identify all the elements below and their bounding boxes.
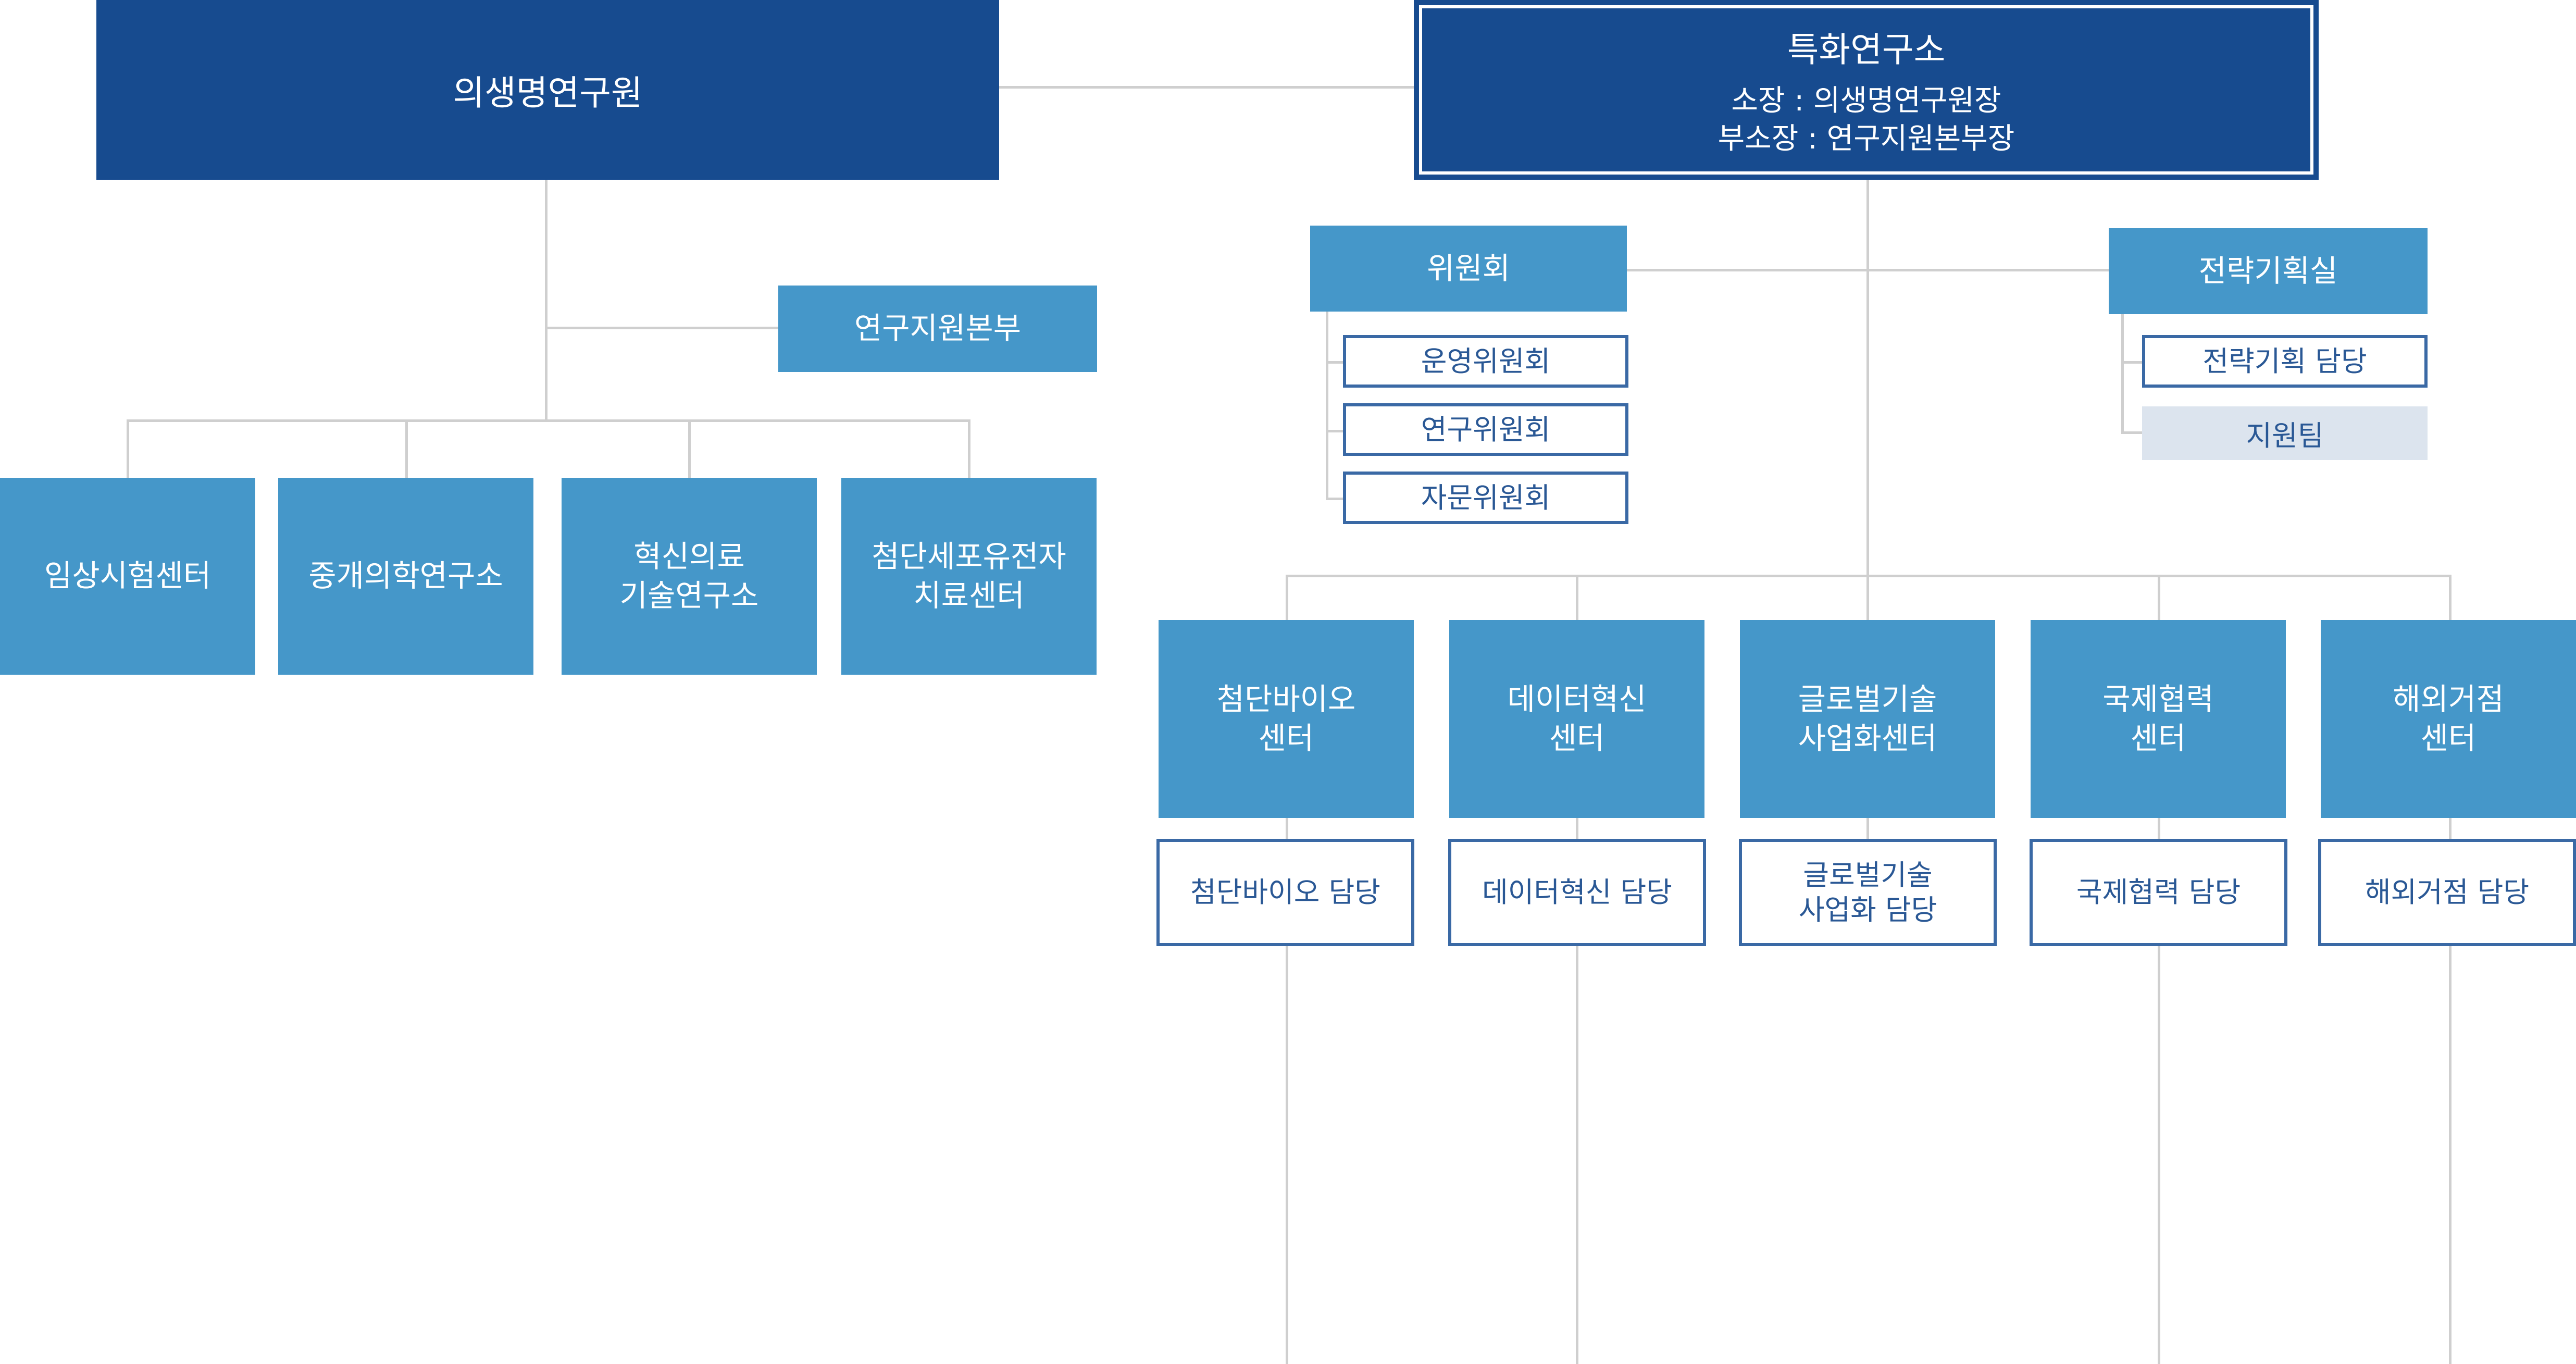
right-center-1: 첨단바이오 센터 — [1159, 620, 1414, 818]
right-center-5-sub-label: 해외거점 담당 — [2365, 876, 2530, 909]
connector-right-center-4 — [2158, 575, 2160, 1364]
right-center-2-label: 데이터혁신 센터 — [1507, 681, 1647, 756]
connector-left-center-2 — [405, 419, 408, 478]
left-center-1: 임상시험센터 — [0, 478, 255, 675]
right-center-3: 글로벌기술 사업화센터 — [1740, 620, 1995, 818]
committee-item-1: 운영위원회 — [1343, 335, 1628, 388]
right-center-4: 국제협력 센터 — [2031, 620, 2286, 818]
connector-right-center-2 — [1576, 575, 1578, 1364]
institute-box: 의생명연구원 — [96, 0, 999, 180]
connector-committee-strategy — [1627, 269, 2110, 271]
committee-item-2-label: 연구위원회 — [1421, 413, 1551, 446]
left-center-2: 중개의학연구소 — [278, 478, 533, 675]
connector-institute-to-specialized — [998, 86, 1415, 89]
right-center-2-sub-label: 데이터혁신 담당 — [1482, 876, 1672, 909]
right-center-3-label: 글로벌기술 사업화센터 — [1798, 681, 1937, 756]
right-center-2: 데이터혁신 센터 — [1449, 620, 1704, 818]
left-center-4-label: 첨단세포유전자 치료센터 — [872, 538, 1066, 613]
strategy-item-1-label: 전략기획 담당 — [2202, 344, 2367, 378]
connector-institute-vertical — [545, 178, 547, 420]
connector-right-center-1 — [1286, 575, 1288, 1364]
connector-left-center-4 — [968, 419, 970, 478]
institute-title: 의생명연구원 — [453, 72, 643, 113]
connector-right-centers-bus — [1286, 575, 2451, 577]
right-center-1-label: 첨단바이오 센터 — [1216, 681, 1356, 756]
right-center-2-sub: 데이터혁신 담당 — [1448, 839, 1706, 946]
committee-item-2: 연구위원회 — [1343, 403, 1628, 456]
right-center-4-sub: 국제협력 담당 — [2030, 839, 2287, 946]
committee-item-3: 자문위원회 — [1343, 472, 1628, 524]
committee-title: 위원회 — [1426, 250, 1511, 286]
right-center-4-label: 국제협력 센터 — [2102, 681, 2214, 756]
right-center-3-sub: 글로벌기술 사업화 담당 — [1739, 839, 1997, 946]
left-center-3: 혁신의료 기술연구소 — [562, 478, 817, 675]
connector-committee-list — [1326, 312, 1328, 499]
specialized-institute-box: 특화연구소 소장 : 의생명연구원장 부소장 : 연구지원본부장 — [1414, 0, 2319, 180]
connector-committee-item-2 — [1326, 430, 1344, 432]
committee-item-3-label: 자문위원회 — [1421, 481, 1551, 514]
right-center-5-label: 해외거점 센터 — [2393, 681, 2504, 756]
strategy-office-box: 전략기획실 — [2109, 228, 2428, 314]
right-center-3-sub-label: 글로벌기술 사업화 담당 — [1798, 858, 1937, 927]
committee-box: 위원회 — [1310, 226, 1627, 312]
connector-left-center-1 — [127, 419, 129, 478]
left-center-1-label: 임상시험센터 — [44, 558, 211, 594]
left-center-2-label: 중개의학연구소 — [308, 558, 503, 594]
left-center-4: 첨단세포유전자 치료센터 — [841, 478, 1097, 675]
connector-specialized-vertical — [1866, 180, 1869, 841]
strategy-item-2: 지원팀 — [2142, 406, 2428, 460]
connector-strategy-item-1 — [2121, 361, 2144, 364]
support-hq-label: 연구지원본부 — [854, 311, 1022, 346]
connector-left-centers-bus — [127, 419, 970, 422]
right-center-5: 해외거점 센터 — [2321, 620, 2576, 818]
right-center-1-sub: 첨단바이오 담당 — [1156, 839, 1414, 946]
committee-item-1-label: 운영위원회 — [1421, 344, 1551, 378]
specialized-institute-title: 특화연구소 — [1787, 29, 1946, 70]
connector-support-hq — [545, 327, 778, 329]
support-hq-box: 연구지원본부 — [778, 286, 1097, 372]
connector-left-center-3 — [688, 419, 691, 478]
strategy-office-title: 전략기획실 — [2198, 253, 2338, 289]
connector-strategy-list — [2121, 314, 2124, 434]
right-center-4-sub-label: 국제협력 담당 — [2076, 876, 2241, 909]
right-center-5-sub: 해외거점 담당 — [2318, 839, 2576, 946]
strategy-item-1: 전략기획 담당 — [2142, 335, 2428, 388]
connector-committee-item-3 — [1326, 498, 1344, 500]
director-line: 소장 : 의생명연구원장 — [1731, 83, 2001, 118]
connector-committee-item-1 — [1326, 361, 1344, 364]
right-center-1-sub-label: 첨단바이오 담당 — [1190, 876, 1380, 909]
left-center-3-label: 혁신의료 기술연구소 — [619, 538, 759, 613]
vice-director-line: 부소장 : 연구지원본부장 — [1718, 121, 2015, 156]
connector-right-center-5 — [2449, 575, 2451, 1364]
connector-strategy-item-2 — [2121, 431, 2144, 434]
strategy-item-2-label: 지원팀 — [2246, 419, 2324, 452]
